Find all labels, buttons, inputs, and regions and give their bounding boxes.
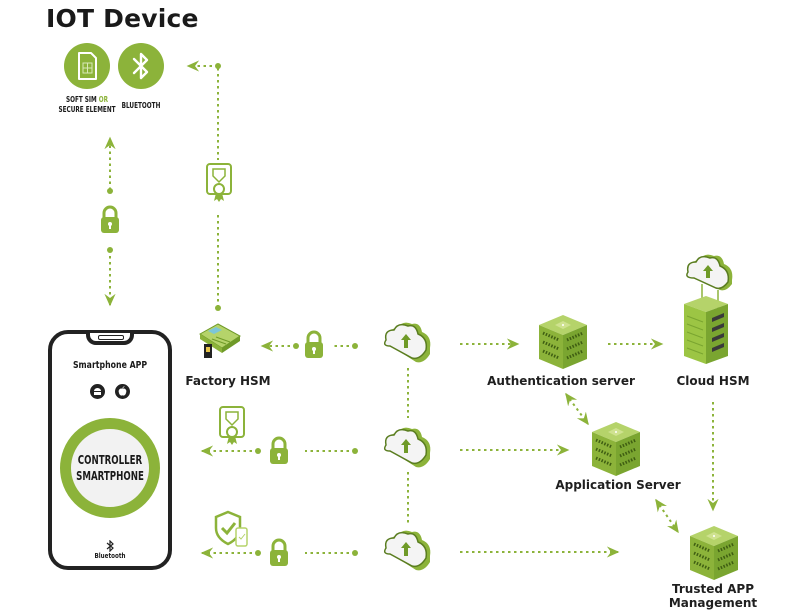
connector-dot <box>107 188 113 194</box>
lock-icon <box>305 330 323 358</box>
payment-terminal-icon <box>199 323 241 358</box>
connector-dot <box>352 550 358 556</box>
bluetooth-icon <box>132 52 149 80</box>
connector-dot <box>215 63 221 69</box>
authentication-server-label: Authentication server <box>487 374 635 388</box>
sim-card-icon <box>78 52 97 80</box>
android-icon[interactable] <box>90 384 105 399</box>
sim-label-or: OR <box>98 95 109 104</box>
diagram-title: IOT Device <box>46 4 199 33</box>
sim-card-badge <box>64 43 110 89</box>
smartphone-frame: Smartphone APP CONTROLLER SMARTPHONE Blu… <box>48 330 172 570</box>
sim-label-part1: SOFT SIM <box>65 95 99 104</box>
server-cube-icon <box>539 315 587 369</box>
connector-dot <box>255 448 261 454</box>
sim-label-line2: SECURE ELEMENT <box>58 105 116 114</box>
connector-dot <box>107 247 113 253</box>
certificate-icon <box>219 406 245 445</box>
server-tower-icon <box>684 254 733 364</box>
lock-icon <box>270 538 288 566</box>
connector-dot <box>352 343 358 349</box>
cloud-upload-icon <box>383 322 431 363</box>
shield-check-icon <box>214 510 248 547</box>
bluetooth-small-icon <box>106 540 114 552</box>
cloud-hsm-label: Cloud HSM <box>676 374 750 388</box>
server-cube-icon <box>592 422 640 476</box>
lock-icon <box>101 205 119 233</box>
controller-label-line1: CONTROLLER <box>77 453 143 467</box>
trusted-app-label-line2: Management <box>668 596 758 610</box>
controller-label-line2: SMARTPHONE <box>76 469 144 483</box>
connector-dot <box>293 343 299 349</box>
connector-appserver-trusted <box>655 498 679 534</box>
sim-label: SOFT SIM OR SECURE ELEMENT <box>54 95 120 115</box>
connector-auth-appserver <box>565 392 589 426</box>
certificate-icon <box>206 163 232 202</box>
cloud-upload-icon <box>383 530 431 571</box>
trusted-app-label-line1: Trusted APP <box>672 582 754 596</box>
connector-dot <box>352 448 358 454</box>
connector-dot <box>255 550 261 556</box>
bluetooth-footer-label: Bluetooth <box>94 552 126 560</box>
phone-notch <box>86 333 134 345</box>
application-server-label: Application Server <box>555 478 681 492</box>
smartphone-app-title: Smartphone APP <box>72 360 148 371</box>
trusted-app-management-label: Trusted APP Management <box>660 582 766 610</box>
bluetooth-label: BLUETOOTH <box>121 101 161 110</box>
connector-dot <box>215 305 221 311</box>
controller-label: CONTROLLER SMARTPHONE <box>68 452 152 484</box>
controller-ring <box>60 418 160 518</box>
apple-icon[interactable] <box>115 384 130 399</box>
factory-hsm-label: Factory HSM <box>185 374 271 388</box>
server-cube-icon <box>690 526 738 580</box>
bluetooth-badge <box>118 43 164 89</box>
cloud-upload-icon <box>383 427 431 468</box>
lock-icon <box>270 436 288 464</box>
